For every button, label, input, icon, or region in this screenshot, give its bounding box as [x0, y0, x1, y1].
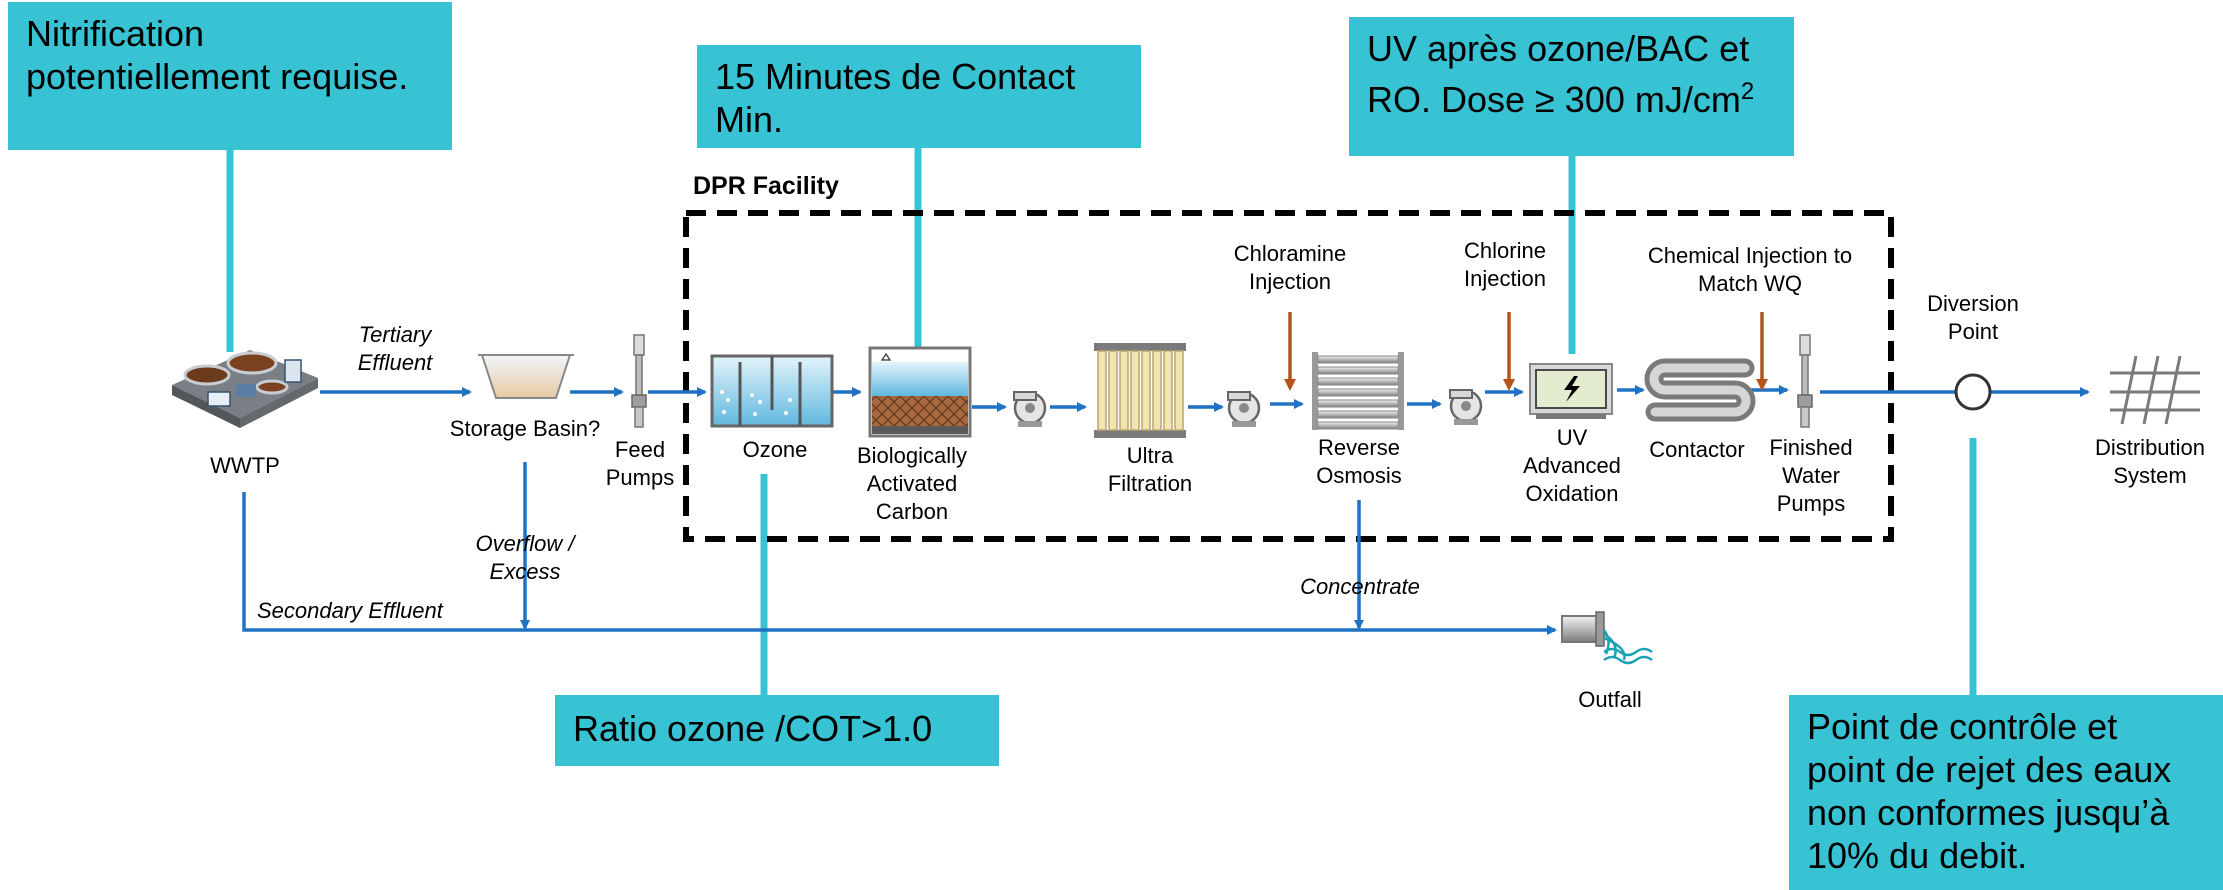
label-line: System — [2113, 463, 2187, 488]
finished-water-pumps-icon — [1797, 334, 1813, 428]
distribution-system-label: Distribution System — [2085, 434, 2215, 490]
contactor-label: Contactor — [1632, 436, 1762, 464]
ultrafiltration-icon — [1094, 343, 1186, 438]
callout-line: Ratio ozone /COT>1.0 — [573, 708, 933, 749]
label-line: Advanced — [1523, 453, 1621, 478]
distribution-system-icon — [2110, 355, 2200, 425]
label-line: WWTP — [210, 453, 280, 478]
callout-line: Min. — [715, 99, 784, 140]
overflow-excess-label: Overflow / Excess — [460, 530, 590, 586]
callout-line: RO. Dose ≥ 300 mJ/cm2 — [1367, 70, 1776, 121]
label-line: Water — [1782, 463, 1840, 488]
label-line: Injection — [1464, 266, 1546, 291]
label-line: Outfall — [1578, 687, 1642, 712]
bac-label: Biologically Activated Carbon — [842, 442, 982, 526]
ultrafiltration-label: Ultra Filtration — [1090, 442, 1210, 498]
callout-line: Nitrification — [26, 13, 205, 54]
pump-icon — [1449, 389, 1483, 425]
label-line: Ultra — [1126, 443, 1174, 468]
diversion-point-icon — [1954, 373, 1992, 411]
callout-line: 15 Minutes de Contact — [715, 56, 1076, 97]
tertiary-effluent-label: Tertiary Effluent — [340, 321, 450, 377]
label-line: Carbon — [875, 499, 949, 524]
label-line: Chlorine — [1464, 238, 1546, 263]
uv-dose-callout: UV après ozone/BAC et RO. Dose ≥ 300 mJ/… — [1349, 17, 1794, 156]
diversion-point-label: Diversion Point — [1918, 290, 2028, 346]
secondary-effluent-label: Secondary Effluent — [257, 597, 443, 625]
chlorine-injection-label: Chlorine Injection — [1445, 237, 1565, 293]
pump-icon — [1013, 391, 1047, 427]
label-line: Ozone — [742, 437, 808, 462]
label-line: Activated — [866, 471, 958, 496]
label-line: Oxidation — [1525, 481, 1619, 506]
label-line: Chloramine — [1233, 241, 1347, 266]
contactor-icon — [1644, 358, 1756, 422]
storage-basin-label: Storage Basin? — [420, 415, 630, 443]
label-line: Diversion — [1927, 291, 2019, 316]
uv-reactor-icon — [1529, 363, 1613, 419]
label-line: Pumps — [605, 465, 675, 490]
outfall-label: Outfall — [1560, 686, 1660, 714]
label-line: Secondary Effluent — [257, 598, 443, 623]
callout-line: UV après ozone/BAC et — [1367, 28, 1750, 69]
uv-advanced-oxidation-label: UV Advanced Oxidation — [1512, 424, 1632, 508]
label-line: Pumps — [1776, 491, 1846, 516]
label-line: Injection — [1249, 269, 1331, 294]
flow-lines — [242, 385, 2090, 635]
finished-water-pumps-label: Finished Water Pumps — [1756, 434, 1866, 518]
wwtp-icon — [172, 350, 318, 428]
label-line: Osmosis — [1316, 463, 1402, 488]
ozone-icon — [710, 354, 834, 428]
label-line: Biologically — [856, 443, 968, 468]
label-line: Contactor — [1649, 437, 1745, 462]
label-line: Match WQ — [1698, 271, 1802, 296]
ozone-ratio-callout: Ratio ozone /COT>1.0 — [555, 695, 999, 766]
contact-time-callout: 15 Minutes de Contact Min. — [697, 45, 1141, 148]
callout-text: RO. Dose ≥ 300 mJ/cm — [1367, 79, 1741, 120]
callout-line: non conformes jusqu’à — [1807, 792, 2170, 833]
label-line: Reverse — [1318, 435, 1400, 460]
pump-icon — [1227, 391, 1261, 427]
dpr-facility-title: DPR Facility — [693, 172, 839, 200]
label-line: Distribution — [2094, 435, 2206, 460]
label-line: Overflow / — [475, 531, 575, 556]
nitrification-callout: Nitrification potentiellement requise. — [8, 2, 452, 150]
bac-icon — [868, 346, 972, 438]
label-line: UV — [1556, 425, 1588, 450]
storage-basin-icon — [478, 354, 574, 399]
chloramine-injection-label: Chloramine Injection — [1220, 240, 1360, 296]
reverse-osmosis-label: Reverse Osmosis — [1297, 434, 1421, 490]
callout-line: 10% du debit. — [1807, 835, 2028, 876]
control-point-callout: Point de contrôle et point de rejet des … — [1789, 695, 2223, 890]
label-line: Finished — [1769, 435, 1853, 460]
label-line: Feed — [614, 437, 666, 462]
label-line: Point — [1947, 319, 1999, 344]
chemical-injection-label: Chemical Injection to Match WQ — [1635, 242, 1865, 298]
label-line: Excess — [489, 559, 561, 584]
feed-pumps-icon — [631, 334, 647, 428]
ozone-label: Ozone — [720, 436, 830, 464]
reverse-osmosis-icon — [1312, 352, 1404, 430]
superscript: 2 — [1740, 78, 1755, 105]
callout-line: potentiellement requise. — [26, 56, 409, 97]
feed-pumps-label: Feed Pumps — [590, 436, 690, 492]
callout-line: point de rejet des eaux — [1807, 749, 2172, 790]
label-line: Effluent — [357, 350, 433, 375]
label-line: Tertiary — [358, 322, 432, 347]
callout-line: Point de contrôle et — [1807, 706, 2118, 747]
outfall-icon — [1561, 611, 1653, 665]
injection-arrows — [1284, 312, 1768, 391]
dpr-facility-boundary — [683, 210, 1894, 542]
label-line: Filtration — [1107, 471, 1193, 496]
label-line: Concentrate — [1300, 574, 1420, 599]
wwtp-label: WWTP — [180, 452, 310, 480]
label-line: Chemical Injection to — [1647, 243, 1853, 268]
label-line: Storage Basin? — [449, 416, 601, 441]
concentrate-label: Concentrate — [1285, 573, 1435, 601]
